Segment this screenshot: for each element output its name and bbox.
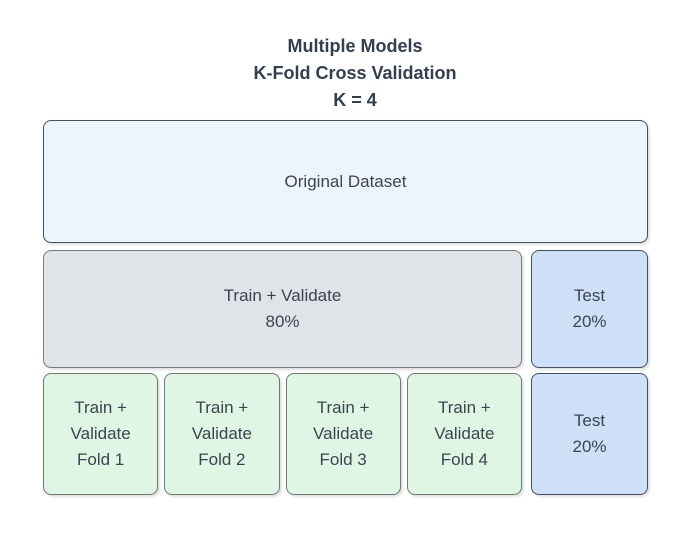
fold-4-label-line-1: Train +	[437, 398, 491, 417]
fold-3-label-line-1: Train +	[316, 398, 370, 417]
fold-2-label-line-3: Fold 2	[198, 450, 246, 469]
fold-2-label-line-1: Train +	[195, 398, 249, 417]
fold-4-box: Train + Validate Fold 4	[406, 373, 522, 495]
fold-4-label-line-3: Fold 4	[440, 450, 488, 469]
train-validate-80-label-line-1: Train + Validate	[223, 286, 342, 305]
original-dataset-box: Original Dataset	[43, 120, 648, 243]
diagram-title: Multiple Models K-Fold Cross Validation …	[25, 33, 685, 114]
kfold-test-20-label-line-2: 20%	[572, 437, 607, 456]
fold-3-label-line-3: Fold 3	[319, 450, 367, 469]
fold-1-box: Train + Validate Fold 1	[43, 373, 159, 495]
kfold-row: Train + Validate Fold 1 Train + Validate…	[43, 373, 648, 495]
fold-3-label-line-2: Validate	[313, 424, 374, 443]
test-20-box: Test 20%	[531, 250, 648, 368]
train-validate-80-box: Train + Validate 80%	[43, 250, 522, 368]
original-dataset-label: Original Dataset	[284, 171, 407, 191]
fold-3-box: Train + Validate Fold 3	[285, 373, 401, 495]
kfold-test-20-label-line-1: Test	[573, 411, 606, 430]
folds-group: Train + Validate Fold 1 Train + Validate…	[43, 373, 522, 495]
kfold-test-20-box: Test 20%	[531, 373, 648, 495]
holdout-split-row: Train + Validate 80% Test 20%	[43, 250, 648, 368]
fold-1-label-line-2: Validate	[70, 424, 131, 443]
title-line-3: K = 4	[333, 90, 377, 110]
test-20-label-line-1: Test	[573, 286, 606, 305]
fold-4-label-line-2: Validate	[434, 424, 495, 443]
test-20-label-line-2: 20%	[572, 312, 607, 331]
title-line-1: Multiple Models	[287, 36, 423, 56]
original-dataset-row: Original Dataset	[43, 120, 648, 243]
diagram-body: Original Dataset Train + Validate 80% Te…	[43, 120, 648, 495]
title-line-2: K-Fold Cross Validation	[253, 63, 457, 83]
train-validate-80-label-line-2: 80%	[265, 312, 300, 331]
fold-2-box: Train + Validate Fold 2	[164, 373, 280, 495]
fold-2-label-line-2: Validate	[191, 424, 252, 443]
fold-1-label-line-1: Train +	[74, 398, 127, 417]
fold-1-label-line-3: Fold 1	[77, 450, 125, 469]
